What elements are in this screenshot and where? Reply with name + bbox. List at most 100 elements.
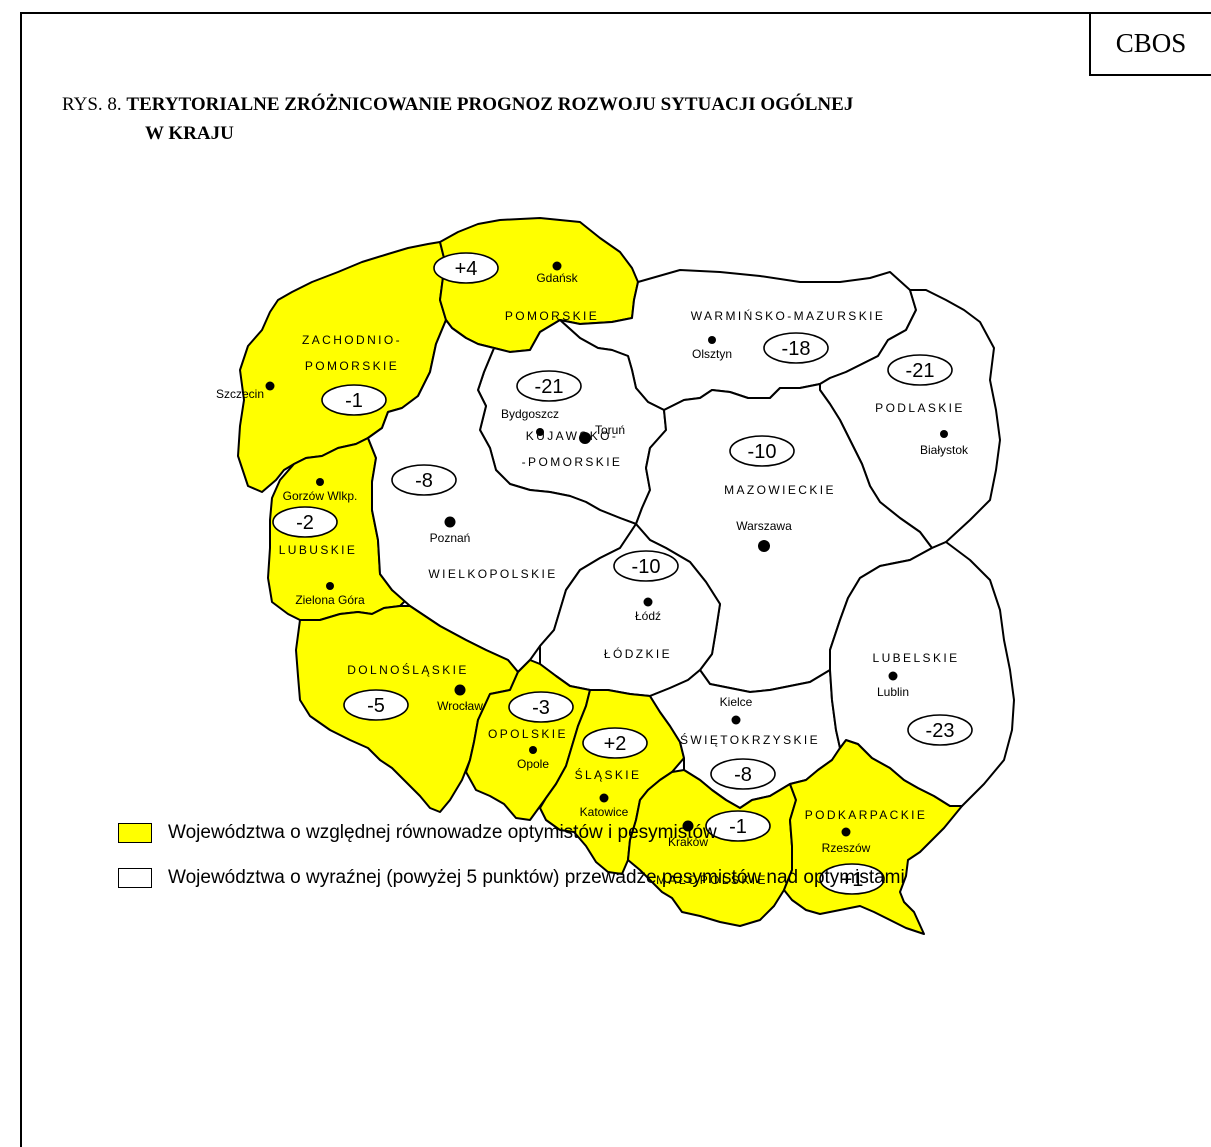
legend-label-balanced: Województwa o względnej równowadze optym…	[168, 822, 717, 843]
value-label-kujawsko-pomorskie: -21	[535, 376, 564, 398]
city-dot	[579, 432, 591, 444]
value-oval-lubelskie	[907, 714, 973, 746]
value-oval-kujawsko-pomorskie	[516, 370, 582, 402]
city-label: Szczecin	[216, 387, 264, 401]
legend-swatch-pessimistic	[118, 868, 152, 888]
region-name-wielkopolskie: WIELKOPOLSKIE	[428, 567, 557, 581]
region-name-pomorskie: POMORSKIE	[505, 309, 599, 323]
city-label: Toruń	[595, 423, 625, 437]
value-label-lubuskie: -2	[296, 512, 314, 534]
title-line2: W KRAJU	[145, 123, 234, 144]
value-label-lodzkie: -10	[632, 556, 661, 578]
value-oval-slaskie	[582, 727, 648, 759]
city-dot	[841, 827, 851, 837]
value-oval-malopolskie	[705, 810, 771, 842]
city-dot	[682, 820, 694, 832]
value-oval-swietokrzyskie	[710, 758, 776, 790]
value-oval-podlaskie	[887, 354, 953, 386]
value-oval-warminsko-mazurskie	[763, 332, 829, 364]
city-dot	[731, 715, 741, 725]
city-label: Zielona Góra	[295, 593, 365, 607]
city-label: Kielce	[720, 695, 753, 709]
region-name-lubelskie: LUBELSKIE	[873, 651, 960, 665]
city-label: Wrocław	[437, 699, 483, 713]
region-name-mazowieckie: MAZOWIECKIE	[724, 483, 836, 497]
value-oval-dolnoslaskie	[343, 689, 409, 721]
city-label: Opole	[517, 757, 549, 771]
legend-swatch-balanced	[118, 823, 152, 843]
value-label-dolnoslaskie: -5	[367, 695, 385, 717]
value-oval-lubuskie	[272, 506, 338, 538]
value-label-opolskie: -3	[532, 697, 550, 719]
legend-label-pessimistic: Województwa o wyraźnej (powyżej 5 punktó…	[168, 867, 905, 888]
labels-layer: ZACHODNIO- POMORSKIE -1 POMORSKIE +4WARMIŃSK…	[216, 252, 973, 895]
value-label-warminsko-mazurskie: -18	[782, 338, 811, 360]
city-label: Olsztyn	[692, 347, 732, 361]
region-name-lodzkie: ŁÓDZKIE	[604, 646, 672, 661]
region-name-zachodniopomorskie: ZACHODNIO-	[302, 333, 402, 347]
city-label: Bydgoszcz	[501, 407, 559, 421]
city-dot	[444, 516, 456, 528]
city-dot	[708, 336, 716, 344]
city-dot	[940, 430, 948, 438]
value-oval-mazowieckie	[729, 435, 795, 467]
figure-title: RYS. 8. TERYTORIALNE ZRÓŻNICOWANIE PROGN…	[62, 90, 1072, 148]
value-oval-wielkopolskie	[391, 464, 457, 496]
value-oval-podkarpackie	[819, 863, 885, 895]
value-oval-pomorskie	[433, 252, 499, 284]
region-name-zachodniopomorskie: POMORSKIE	[305, 359, 399, 373]
city-dot	[536, 428, 544, 436]
legend-item-pessimistic: Województwa o wyraźnej (powyżej 5 punktó…	[118, 867, 905, 889]
city-label: Katowice	[580, 805, 629, 819]
city-dot	[552, 261, 562, 271]
region-name-opolskie: OPOLSKIE	[488, 727, 568, 741]
legend-item-balanced: Województwa o względnej równowadze optym…	[118, 822, 717, 844]
value-label-swietokrzyskie: -8	[734, 764, 752, 786]
city-dot	[326, 582, 334, 590]
value-oval-zachodniopomorskie	[321, 384, 387, 416]
region-name-lubuskie: LUBUSKIE	[279, 543, 358, 557]
value-label-malopolskie: -1	[729, 816, 747, 838]
city-dot	[316, 478, 324, 486]
region-name-podkarpackie: PODKARPACKIE	[805, 808, 928, 822]
figure-number: RYS. 8.	[62, 94, 122, 115]
city-label: Gorzów Wlkp.	[283, 489, 358, 503]
region-name-kujawsko-pomorskie: KUJAWSKO-	[526, 429, 619, 443]
city-label: Łódź	[635, 609, 661, 623]
city-label: Warszawa	[736, 519, 792, 533]
region-name-warminsko-mazurskie: WARMIŃSKO-MAZURSKIE	[691, 308, 886, 323]
city-dot	[888, 671, 898, 681]
city-label: Lublin	[877, 685, 909, 699]
city-dot	[454, 684, 466, 696]
value-label-podlaskie: -21	[906, 360, 935, 382]
region-lubelskie	[829, 541, 1015, 807]
region-name-kujawsko-pomorskie: -POMORSKIE	[522, 455, 623, 469]
city-label: Gdańsk	[536, 271, 578, 285]
brand-label: CBOS	[1089, 12, 1211, 76]
value-label-mazowieckie: -10	[748, 441, 777, 463]
city-dot	[529, 746, 537, 754]
title-line1: TERYTORIALNE ZRÓŻNICOWANIE PROGNOZ ROZWO…	[126, 94, 854, 115]
value-label-wielkopolskie: -8	[415, 470, 433, 492]
city-dot	[643, 597, 653, 607]
value-oval-opolskie	[508, 691, 574, 723]
value-label-pomorskie: +4	[455, 258, 478, 280]
city-dot	[265, 381, 275, 391]
value-label-podkarpackie: +1	[841, 869, 864, 891]
city-dot	[599, 793, 609, 803]
value-label-lubelskie: -23	[926, 720, 955, 742]
region-name-dolnoslaskie: DOLNOŚLĄSKIE	[347, 662, 469, 677]
city-label: Białystok	[920, 443, 969, 457]
city-dot	[758, 540, 770, 552]
figure-frame	[20, 12, 1211, 1147]
region-name-podlaskie: PODLASKIE	[875, 401, 965, 415]
region-name-swietokrzyskie: ŚWIĘTOKRZYSKIE	[680, 732, 820, 747]
value-label-slaskie: +2	[604, 733, 627, 755]
city-label: Rzeszów	[822, 841, 871, 855]
city-label: Kraków	[668, 835, 708, 849]
region-name-malopolskie: MAŁOPOLSKIE	[656, 873, 768, 887]
value-label-zachodniopomorskie: -1	[345, 390, 363, 412]
value-oval-lodzkie	[613, 550, 679, 582]
city-label: Poznań	[430, 531, 471, 545]
